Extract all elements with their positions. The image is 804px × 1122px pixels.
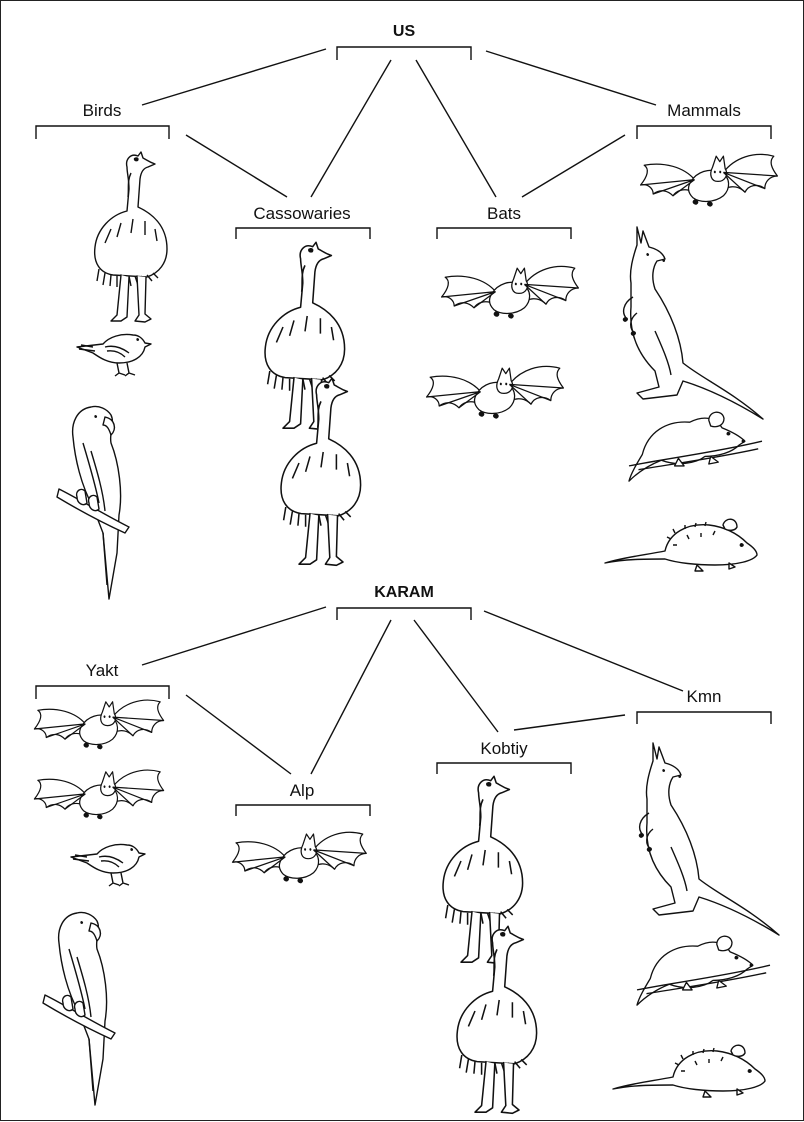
branch-karam-kmn <box>484 611 683 691</box>
bracket-cassowaries <box>236 228 370 239</box>
branch-us-bats <box>416 60 496 197</box>
bat-icon <box>641 154 778 206</box>
branch-kmn-kobtiy <box>514 715 625 730</box>
bat-icon <box>34 770 163 819</box>
bracket-yakt <box>36 686 169 699</box>
cassowary-icon <box>95 152 167 322</box>
bracket-alp <box>236 805 370 816</box>
branch-birds-cassowaries <box>186 135 287 197</box>
bracket-karam <box>337 608 471 620</box>
branch-karam-kobtiy <box>414 620 498 732</box>
bat-icon <box>442 266 579 318</box>
finch-icon <box>71 844 145 886</box>
bracket-kmn <box>637 712 771 724</box>
branch-us-birds <box>142 49 326 105</box>
bat-icon <box>34 700 163 749</box>
kangaroo-icon <box>639 743 779 935</box>
finch-icon <box>77 334 151 376</box>
mouse-icon <box>605 519 757 571</box>
bracket-mammals <box>637 126 771 139</box>
branch-karam-yakt <box>142 607 326 665</box>
parrot-icon <box>43 912 115 1105</box>
branch-us-mammals <box>486 51 656 105</box>
branch-karam-alp <box>311 620 391 774</box>
bracket-bats <box>437 228 571 239</box>
bracket-us <box>337 47 471 60</box>
bracket-birds <box>36 126 169 139</box>
branch-yakt-alp <box>186 695 291 774</box>
bracket-kobtiy <box>437 763 571 774</box>
bat-icon <box>427 366 564 418</box>
rat-icon <box>629 412 762 481</box>
parrot-icon <box>57 406 129 599</box>
mouse-icon <box>613 1045 765 1097</box>
kangaroo-icon <box>623 227 763 419</box>
branch-mammals-bats <box>522 135 625 197</box>
branch-us-cassowaries <box>311 60 391 197</box>
rat-icon <box>637 936 770 1005</box>
bat-icon <box>233 832 367 883</box>
